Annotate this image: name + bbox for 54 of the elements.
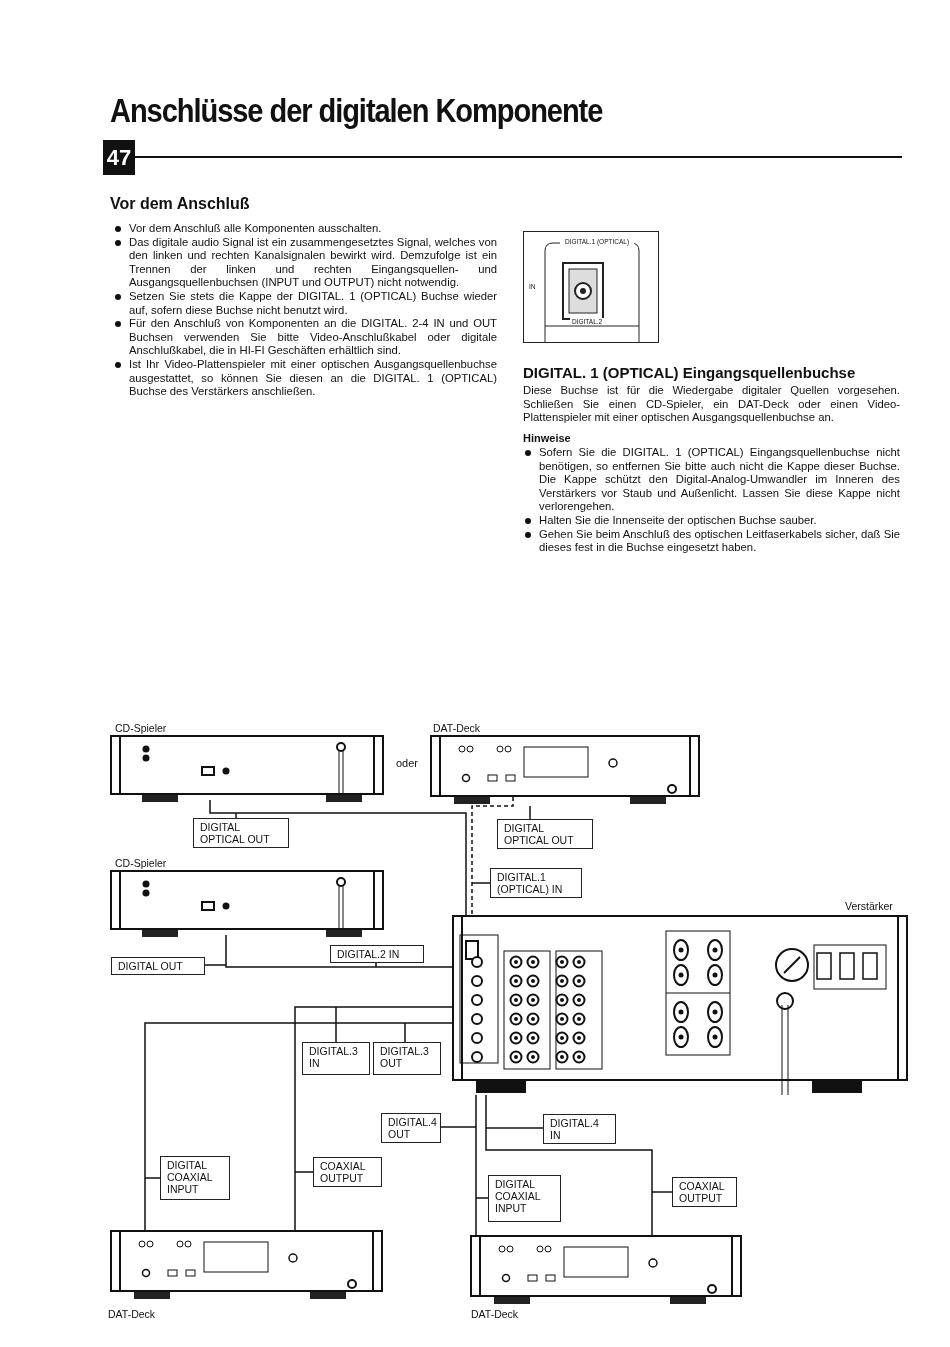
bullet-item: Sofern Sie die DIGITAL. 1 (OPTICAL) Eingangsquellenbuchse nicht benötigen, so entfernen Sie bitte auch nicht die Kappe dieser Buchse. Die Kappe schützt den Digital-Analog-Umwandler im Inneren des Verstärkers vor Staub und Außenlicht. Lassen Sie diese Kappe nicht verlorengehen. — [524, 446, 900, 514]
leader-line — [204, 964, 227, 966]
leader-line — [475, 1197, 489, 1199]
cable-line — [144, 1022, 453, 1231]
leader-line — [404, 1022, 406, 1043]
bullet-item: Vor dem Anschluß alle Komponenten ausschalten. — [114, 222, 497, 236]
bullet-item: Für den Anschluß von Komponenten an die DIGITAL. 2-4 IN und OUT Buchsen verwenden Sie bitte Video-Anschlußkabel oder digitale Anschlußkabel, die in HI-FI Geschäften erhältlich sind. — [114, 317, 497, 358]
connector-note: oder — [396, 757, 419, 769]
leader-line — [471, 882, 491, 884]
paragraph: Diese Buchse ist für die Wiedergabe digitaler Quellen vorgesehen. Schließen Sie einen CD-Spieler, ein DAT-Deck oder einen Video-Plattenspieler mit einer optischen Ausgangsquellenbuchse an. — [523, 384, 900, 425]
device-label: DAT-Deck — [471, 1308, 519, 1320]
callout-label: DIGITAL.2 IN — [330, 945, 424, 963]
device-label: CD-Spieler — [115, 857, 167, 869]
page-number: 47 — [103, 140, 135, 175]
leader-line — [294, 1171, 314, 1173]
leader-line — [440, 1126, 477, 1128]
cable-line — [209, 799, 467, 916]
leader-line — [235, 812, 237, 819]
cable-line — [485, 1094, 653, 1236]
leader-line — [651, 1191, 673, 1193]
leader-line — [375, 961, 377, 968]
callout-label: DIGITAL OUT — [111, 957, 205, 975]
device-label: CD-Spieler — [115, 722, 167, 734]
callout-label: DIGITAL OPTICAL OUT — [497, 819, 593, 849]
device-label: Verstärker — [845, 900, 893, 912]
bullet-item: Ist Ihr Video-Plattenspieler mit einer optischen Ausgangsquellenbuchse ausgestattet, so können Sie diesen an die DIGITAL. 1 (OPTICAL) Buchse des Verstärkers anschließen. — [114, 357, 497, 399]
callout-label: DIGITAL.4 OUT — [381, 1113, 441, 1143]
section-heading: Vor dem Anschluß — [110, 195, 250, 213]
callout-label: COAXIAL OUTPUT — [672, 1177, 737, 1207]
bullet-item: Halten Sie die Innenseite der optischen Buchse sauber. — [524, 513, 900, 528]
bullet-item: Setzen Sie stets die Kappe der DIGITAL. 1 (OPTICAL) Buchse wieder auf, sofern diese Buchse nicht benutzt wird. — [114, 289, 497, 318]
callout-label: DIGITAL COAXIAL INPUT — [160, 1156, 230, 1200]
leader-line — [529, 805, 531, 820]
callout-label: DIGITAL.1 (OPTICAL) IN — [490, 868, 582, 898]
callout-label: DIGITAL OPTICAL OUT — [193, 818, 289, 848]
device-label: DAT-Deck — [108, 1308, 156, 1320]
bullet-item: Gehen Sie beim Anschluß des optischen Leitfaserkabels sicher, daß Sie dieses fest in die Buchse eingesetzt haben. — [524, 527, 900, 555]
callout-label: COAXIAL OUTPUT — [313, 1157, 382, 1187]
cable-line — [225, 934, 453, 968]
bullet-item: Das digitale audio Signal ist ein zusammengesetztes Signal, welches von den linken und rechten Kanalsignalen bewirkt wird. Demzufolge ist ein Trennen der linken und rechten Eingangsquellen- und Ausgangsquellenbuchsen (INPUT und OUTPUT) nicht notwendig. — [114, 235, 497, 290]
cable-line — [471, 796, 514, 916]
callout-label: DIGITAL.4 IN — [543, 1114, 616, 1144]
callout-label: DIGITAL COAXIAL INPUT — [488, 1175, 561, 1222]
leader-line — [144, 1177, 161, 1179]
cable-line — [475, 1094, 477, 1236]
callout-label: DIGITAL.3 IN — [302, 1042, 370, 1075]
callout-label: DIGITAL.3 OUT — [373, 1042, 441, 1075]
device-label: DAT-Deck — [433, 722, 481, 734]
cable-line — [294, 1006, 453, 1231]
notes-heading: Hinweise — [523, 432, 571, 444]
page-title: Anschlüsse der digitalen Komponente — [110, 92, 603, 130]
section-heading: DIGITAL. 1 (OPTICAL) Eingangsquellenbuchse — [523, 364, 856, 381]
leader-line — [485, 1127, 544, 1129]
leader-line — [335, 1006, 337, 1043]
